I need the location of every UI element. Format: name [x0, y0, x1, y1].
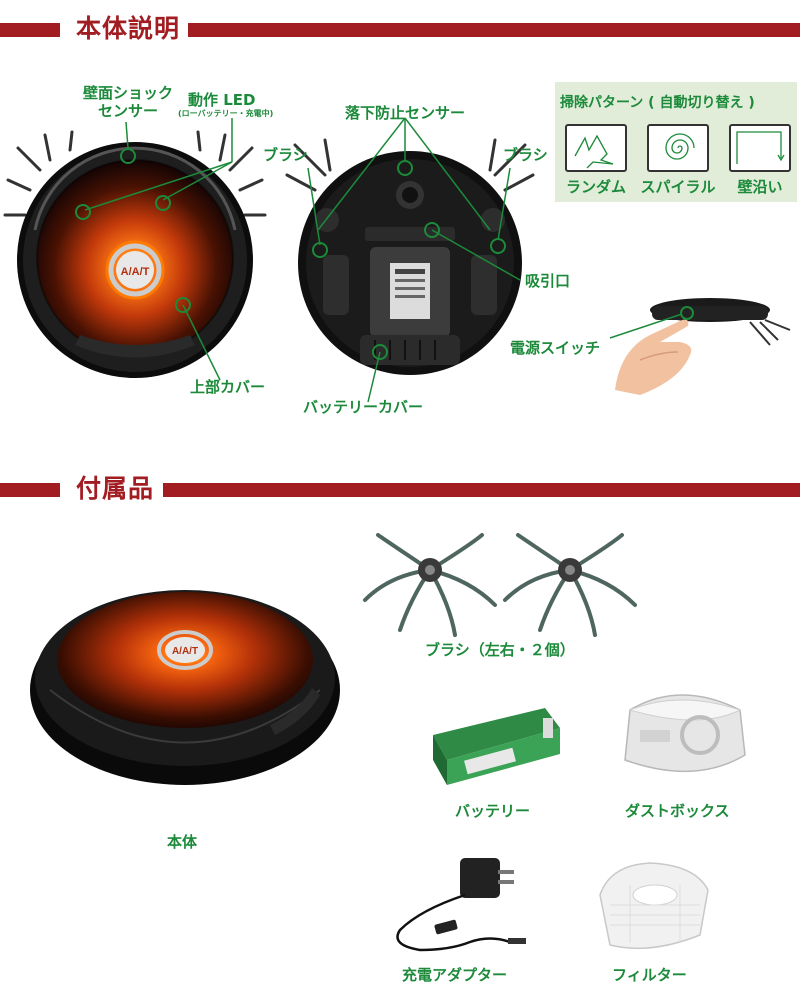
label-led-note: (ローバッテリー・充電中)	[178, 109, 274, 118]
label-top-cover: 上部カバー	[190, 378, 266, 396]
label-brushes: ブラシ（左右・２個）	[425, 641, 575, 659]
wall-path-icon	[729, 124, 791, 172]
label-drop-sensor: 落下防止センサー	[345, 104, 466, 122]
section-title-parts: 本体説明	[76, 14, 181, 43]
section-title-accessories: 付属品	[76, 474, 155, 503]
pattern-label-random: ランダム	[565, 178, 626, 196]
label-suction: 吸引口	[525, 272, 571, 290]
logo-text-body: A/A/T	[172, 646, 198, 657]
cleaning-patterns-panel: 掃除パターン ( 自動切り替え ) ランダム スパイラル 壁沿い	[555, 82, 797, 202]
patterns-title: 掃除パターン ( 自動切り替え )	[560, 95, 755, 111]
label-brush-right: ブラシ	[503, 146, 548, 164]
power-switch-photo	[600, 290, 800, 400]
side-brush-left-photo	[360, 530, 500, 640]
label-brush-left: ブラシ	[263, 146, 308, 164]
pattern-label-spiral: スパイラル	[640, 178, 716, 196]
label-adapter: 充電アダプター	[402, 966, 508, 984]
label-wall-sensor-line2: センサー	[97, 102, 158, 120]
pattern-label-wall: 壁沿い	[737, 178, 783, 196]
section-bar-right-2	[163, 483, 800, 497]
label-body: 本体	[167, 833, 198, 851]
label-battery: バッテリー	[455, 802, 531, 820]
section-bar-right	[188, 23, 800, 37]
label-power-switch: 電源スイッチ	[510, 339, 601, 357]
label-dust-box: ダストボックス	[625, 802, 730, 820]
section-bar-left	[0, 23, 60, 37]
logo-text: A/A/T	[121, 266, 150, 278]
random-path-icon	[565, 124, 627, 172]
dust-box-photo	[600, 680, 760, 790]
section-bar-left-2	[0, 483, 60, 497]
charging-adapter-photo	[380, 850, 540, 965]
side-brush-right-photo	[500, 530, 640, 640]
robot-top-view: A/A/T	[0, 120, 270, 380]
label-led: 動作 LED	[188, 91, 256, 109]
robot-body-photo: A/A/T	[20, 560, 350, 790]
label-filter: フィルター	[612, 966, 687, 984]
filter-photo	[580, 855, 720, 960]
robot-bottom-view	[285, 135, 535, 385]
spiral-path-icon	[647, 124, 709, 172]
label-battery-cover: バッテリーカバー	[303, 398, 424, 416]
label-wall-sensor-line1: 壁面ショック	[82, 84, 173, 102]
battery-photo	[425, 700, 565, 795]
